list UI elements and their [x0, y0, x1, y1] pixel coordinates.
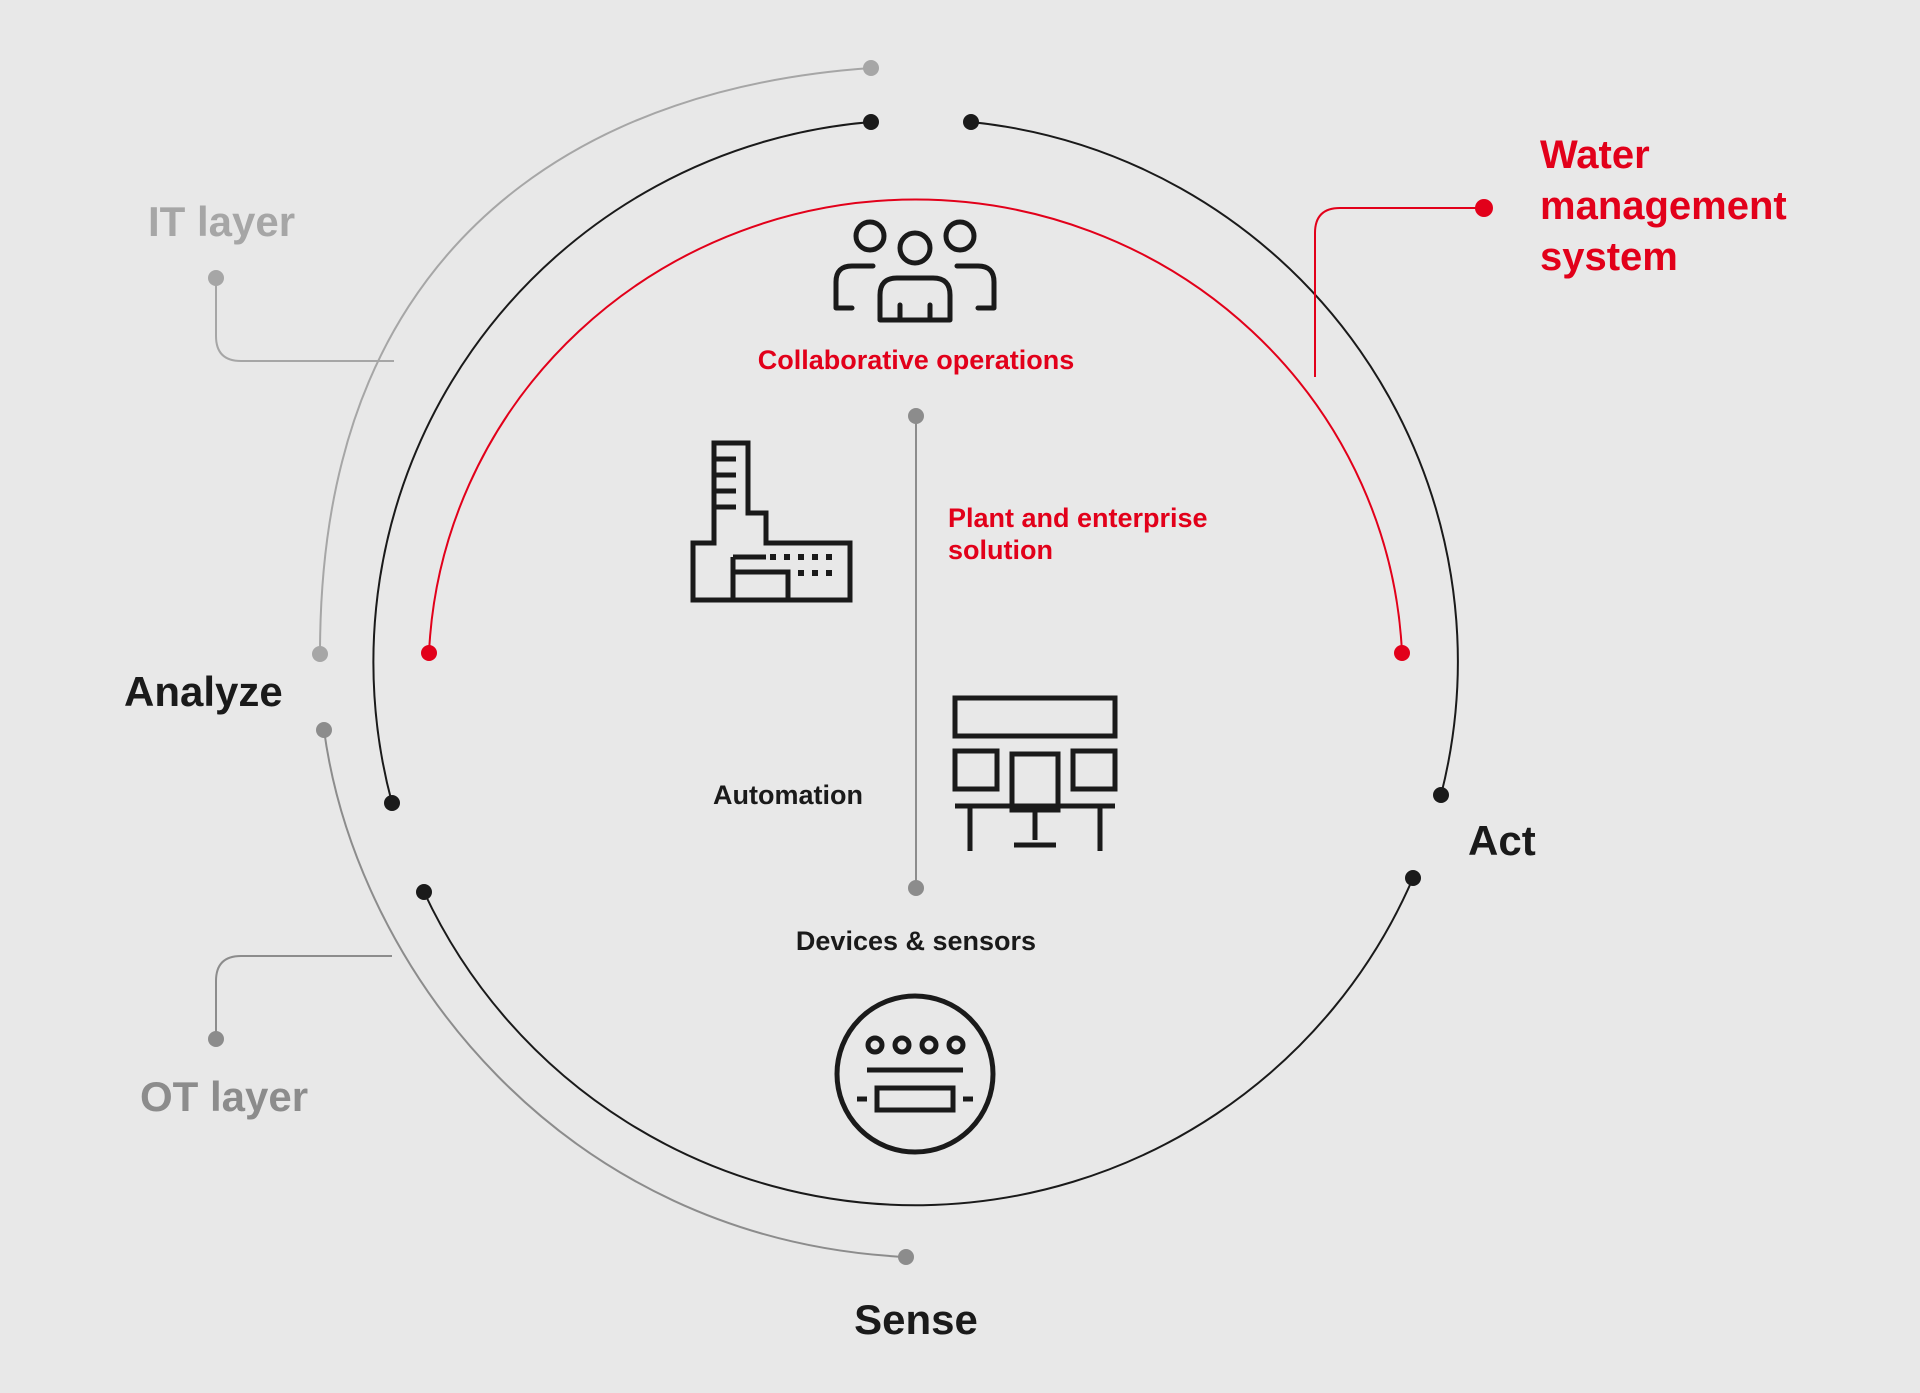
wms-title-line3: system [1540, 235, 1678, 279]
ot-layer-arc-bottom-dot [898, 1249, 914, 1265]
analyze-label: Analyze [124, 668, 283, 715]
act-arc [970, 121, 1459, 796]
water-management-arc-left-dot [421, 645, 437, 661]
wms-title-line1: Water [1540, 133, 1650, 177]
ot-layer-label: OT layer [140, 1073, 308, 1120]
it-layer-label: IT layer [148, 198, 295, 245]
water-management-arc-right-dot [1394, 645, 1410, 661]
ot-layer-arc [323, 729, 907, 1258]
meter-sensor-icon [834, 993, 996, 1155]
it-layer-arc-bottom-dot [312, 646, 328, 662]
act-arc-bottom-dot [1433, 787, 1449, 803]
ot-layer-arc-top-dot [316, 722, 332, 738]
act-arc-top-dot [963, 114, 979, 130]
it-layer-arc [319, 67, 872, 655]
analyze-arc [372, 121, 872, 804]
center-divider-top-dot [908, 408, 924, 424]
devices-sensors-label: Devices & sensors [796, 926, 1036, 956]
factory-windows [770, 554, 832, 576]
plant-enterprise-label-line2: solution [948, 535, 1053, 565]
sense-arc-left-dot [416, 884, 432, 900]
factory-icon [690, 440, 853, 603]
sense-arc [423, 877, 1414, 1207]
sense-arc-right-dot [1405, 870, 1421, 886]
people-group-icon [833, 219, 997, 323]
it-layer-connector-dot [208, 270, 224, 286]
ot-layer-connector [215, 955, 392, 1039]
water-management-connector [1314, 207, 1484, 377]
act-label: Act [1468, 817, 1536, 864]
control-desk-icon [952, 695, 1118, 851]
wms-title-line2: management [1540, 184, 1787, 228]
plant-enterprise-label-line1: Plant and enterprise [948, 503, 1208, 533]
analyze-arc-bottom-dot [384, 795, 400, 811]
collaborative-operations-label: Collaborative operations [758, 345, 1075, 375]
sense-label: Sense [854, 1296, 978, 1343]
water-management-connector-dot [1475, 199, 1493, 217]
center-divider-bottom-dot [908, 880, 924, 896]
automation-label: Automation [713, 780, 863, 810]
water-management-arc [428, 198, 1403, 654]
analyze-arc-top-dot [863, 114, 879, 130]
it-layer-arc-top-dot [863, 60, 879, 76]
it-layer-connector [215, 278, 394, 362]
ot-layer-connector-dot [208, 1031, 224, 1047]
